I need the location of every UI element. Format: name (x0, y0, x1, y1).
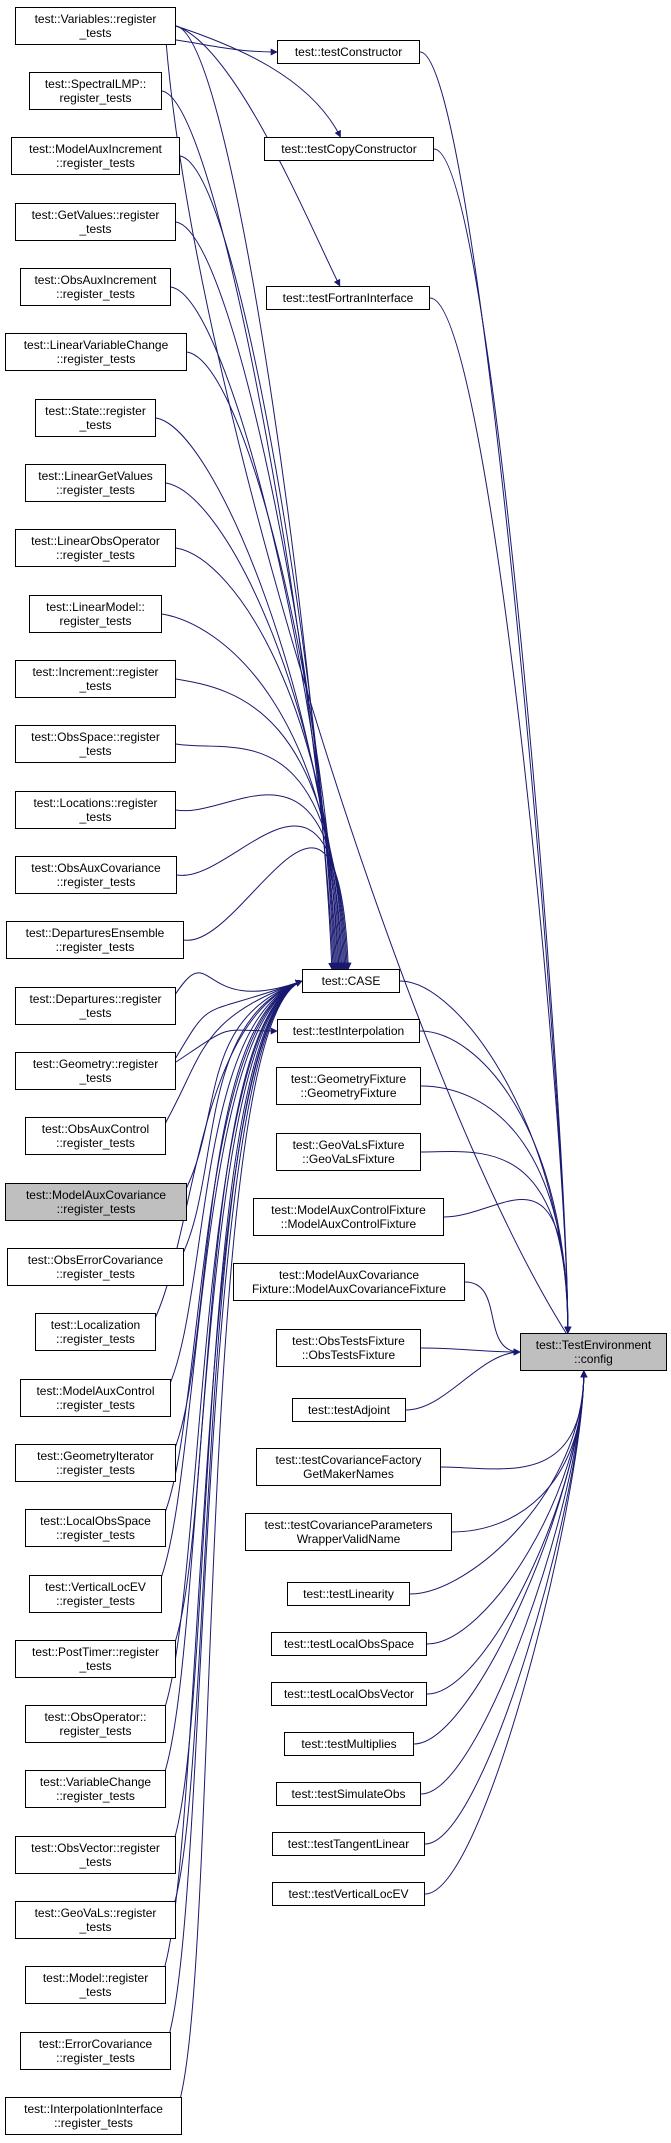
node-modelauxcovariancefixture[interactable]: test::ModelAuxCovariance Fixture::ModelA… (233, 1263, 465, 1301)
edge-interpolationinterface-to-case (173, 979, 303, 2117)
edge-linearmodel-to-case (161, 613, 346, 970)
node-modelauxcontrolfixture[interactable]: test::ModelAuxControlFixture ::ModelAuxC… (253, 1198, 444, 1236)
node-spectrallmp[interactable]: test::SpectralLMP:: register_tests (29, 72, 162, 110)
node-variables[interactable]: test::Variables::register _tests (15, 7, 176, 45)
node-obsauxincrement[interactable]: test::ObsAuxIncrement ::register_tests (20, 268, 171, 306)
edge-obsauxcontrol-to-case (157, 979, 303, 1137)
node-testlinearity[interactable]: test::testLinearity (287, 1582, 410, 1606)
edge-variables-to-testcopyconstructor (175, 25, 341, 138)
edge-localization-to-case (147, 979, 303, 1333)
node-linearvariablechange[interactable]: test::LinearVariableChange ::register_te… (5, 333, 187, 371)
node-testconstructor[interactable]: test::testConstructor (277, 40, 420, 64)
edge-obserrorcovariance-to-case (175, 979, 303, 1268)
node-posttimer[interactable]: test::PostTimer::register _tests (15, 1640, 176, 1678)
node-obsauxcovariance[interactable]: test::ObsAuxCovariance ::register_tests (15, 856, 177, 894)
node-geovals[interactable]: test::GeoVaLs::register _tests (15, 1901, 176, 1939)
edge-departures-to-case (167, 972, 303, 1007)
edge-obsauxcovariance-to-case (176, 825, 351, 970)
node-case[interactable]: test::CASE (302, 969, 400, 993)
edge-obstestsfixture-to-config (420, 1347, 521, 1356)
edge-testlocalobsspace-to-config (426, 1370, 588, 1645)
edge-testlinearity-to-config (409, 1370, 588, 1595)
node-modelauxincrement[interactable]: test::ModelAuxIncrement ::register_tests (11, 137, 180, 175)
node-errorcovariance[interactable]: test::ErrorCovariance ::register_tests (20, 2032, 171, 2070)
node-lineargetvalues[interactable]: test::LinearGetValues ::register_tests (25, 464, 166, 502)
node-modelauxcovariance[interactable]: test::ModelAuxCovariance ::register_test… (5, 1183, 187, 1221)
edge-testmultiplies-to-config (413, 1370, 588, 1745)
node-obstestsfixture[interactable]: test::ObsTestsFixture ::ObsTestsFixture (276, 1329, 421, 1367)
node-departuresensemble[interactable]: test::DeparturesEnsemble ::register_test… (6, 921, 184, 959)
edge-geometry-to-case (167, 979, 303, 1072)
node-localization[interactable]: test::Localization ::register_tests (35, 1313, 156, 1351)
node-testsimulateobs[interactable]: test::testSimulateObs (276, 1782, 421, 1806)
node-testadjoint[interactable]: test::testAdjoint (292, 1398, 406, 1422)
node-obsspace[interactable]: test::ObsSpace::register _tests (15, 725, 176, 763)
edge-obsauxincrement-to-case (170, 286, 340, 970)
node-testverticallocev[interactable]: test::testVerticalLocEV (272, 1882, 425, 1906)
edge-lineargetvalues-to-case (165, 482, 344, 970)
edge-testsimulateobs-to-config (420, 1370, 588, 1795)
edge-testfortraninterface-to-config (429, 297, 572, 1334)
node-testlocalobsspace[interactable]: test::testLocalObsSpace (271, 1632, 427, 1656)
node-model[interactable]: test::Model::register _tests (25, 1966, 166, 2004)
edge-case-to-config (399, 980, 572, 1334)
node-verticallocev[interactable]: test::VerticalLocEV ::register_tests (29, 1575, 162, 1613)
node-testcovariancefactory[interactable]: test::testCovarianceFactory GetMakerName… (256, 1448, 441, 1486)
edge-departuresensemble-to-case (183, 847, 352, 970)
edge-state-to-case (155, 417, 343, 970)
edge-variables-to-case (175, 25, 336, 970)
edge-testverticallocev-to-config (424, 1370, 588, 1895)
edge-spectrallmp-to-case (161, 90, 337, 970)
edge-testconstructor-to-config (419, 51, 572, 1334)
edge-errorcovariance-to-case (162, 979, 303, 2052)
node-geovalsfixture[interactable]: test::GeoVaLsFixture ::GeoVaLsFixture (276, 1133, 421, 1171)
node-getvalues[interactable]: test::GetValues::register _tests (15, 203, 176, 241)
node-testfortraninterface[interactable]: test::testFortranInterface (266, 286, 430, 310)
node-state[interactable]: test::State::register _tests (35, 399, 156, 437)
node-increment[interactable]: test::Increment::register _tests (15, 660, 176, 698)
edge-posttimer-to-case (167, 979, 303, 1660)
edge-testcovariancefactory-to-config (440, 1370, 588, 1470)
node-geometryfixture[interactable]: test::GeometryFixture ::GeometryFixture (276, 1067, 421, 1105)
node-locations[interactable]: test::Locations::register _tests (15, 791, 176, 829)
node-testcovarianceparameters[interactable]: test::testCovarianceParameters WrapperVa… (245, 1513, 452, 1551)
node-testlocalobsvector[interactable]: test::testLocalObsVector (271, 1682, 427, 1706)
node-modelauxcontrol[interactable]: test::ModelAuxControl ::register_tests (20, 1379, 171, 1417)
edge-testtangentlinear-to-config (424, 1370, 588, 1845)
node-linearobsoperator[interactable]: test::LinearObsOperator ::register_tests (15, 529, 176, 567)
edge-modelauxincrement-to-case (179, 155, 338, 970)
node-interpolationinterface[interactable]: test::InterpolationInterface ::register_… (5, 2097, 182, 2135)
node-obserrorcovariance[interactable]: test::ObsErrorCovariance ::register_test… (7, 1248, 184, 1286)
node-linearmodel[interactable]: test::LinearModel:: register_tests (29, 595, 162, 633)
node-obsoperator[interactable]: test::ObsOperator:: register_tests (25, 1705, 166, 1743)
edge-increment-to-case (175, 678, 347, 970)
node-localobsspace[interactable]: test::LocalObsSpace ::register_tests (25, 1509, 166, 1547)
edge-testadjoint-to-config (405, 1348, 521, 1411)
edge-verticallocev-to-case (153, 979, 303, 1595)
node-testinterpolation[interactable]: test::testInterpolation (277, 1019, 420, 1043)
node-geometryiterator[interactable]: test::GeometryIterator ::register_tests (15, 1444, 176, 1482)
edge-variables-to-config (165, 40, 573, 1343)
node-departures[interactable]: test::Departures::register _tests (15, 987, 176, 1025)
node-obsvector[interactable]: test::ObsVector::register _tests (15, 1836, 176, 1874)
edge-variables-to-testconstructor (175, 39, 278, 56)
edge-geovals-to-case (167, 979, 303, 1921)
node-testmultiplies[interactable]: test::testMultiplies (284, 1732, 414, 1756)
node-config[interactable]: test::TestEnvironment ::config (520, 1333, 667, 1371)
node-obsauxcontrol[interactable]: test::ObsAuxControl ::register_tests (25, 1117, 166, 1155)
node-testtangentlinear[interactable]: test::testTangentLinear (272, 1832, 425, 1856)
edge-geometry-to-testinterpolation (175, 1027, 278, 1063)
edge-modelauxcovariance-to-case (178, 979, 303, 1203)
edge-testcopyconstructor-to-config (433, 148, 572, 1334)
node-geometry[interactable]: test::Geometry::register _tests (15, 1052, 176, 1090)
node-testcopyconstructor[interactable]: test::testCopyConstructor (264, 137, 434, 161)
edge-testcovarianceparameters-to-config (451, 1370, 588, 1533)
edge-modelauxcontrol-to-case (162, 979, 303, 1399)
edge-variablechange-to-case (157, 979, 303, 1790)
edge-modelauxcovariancefixture-to-config (464, 1281, 521, 1356)
node-variablechange[interactable]: test::VariableChange ::register_tests (25, 1770, 166, 1808)
